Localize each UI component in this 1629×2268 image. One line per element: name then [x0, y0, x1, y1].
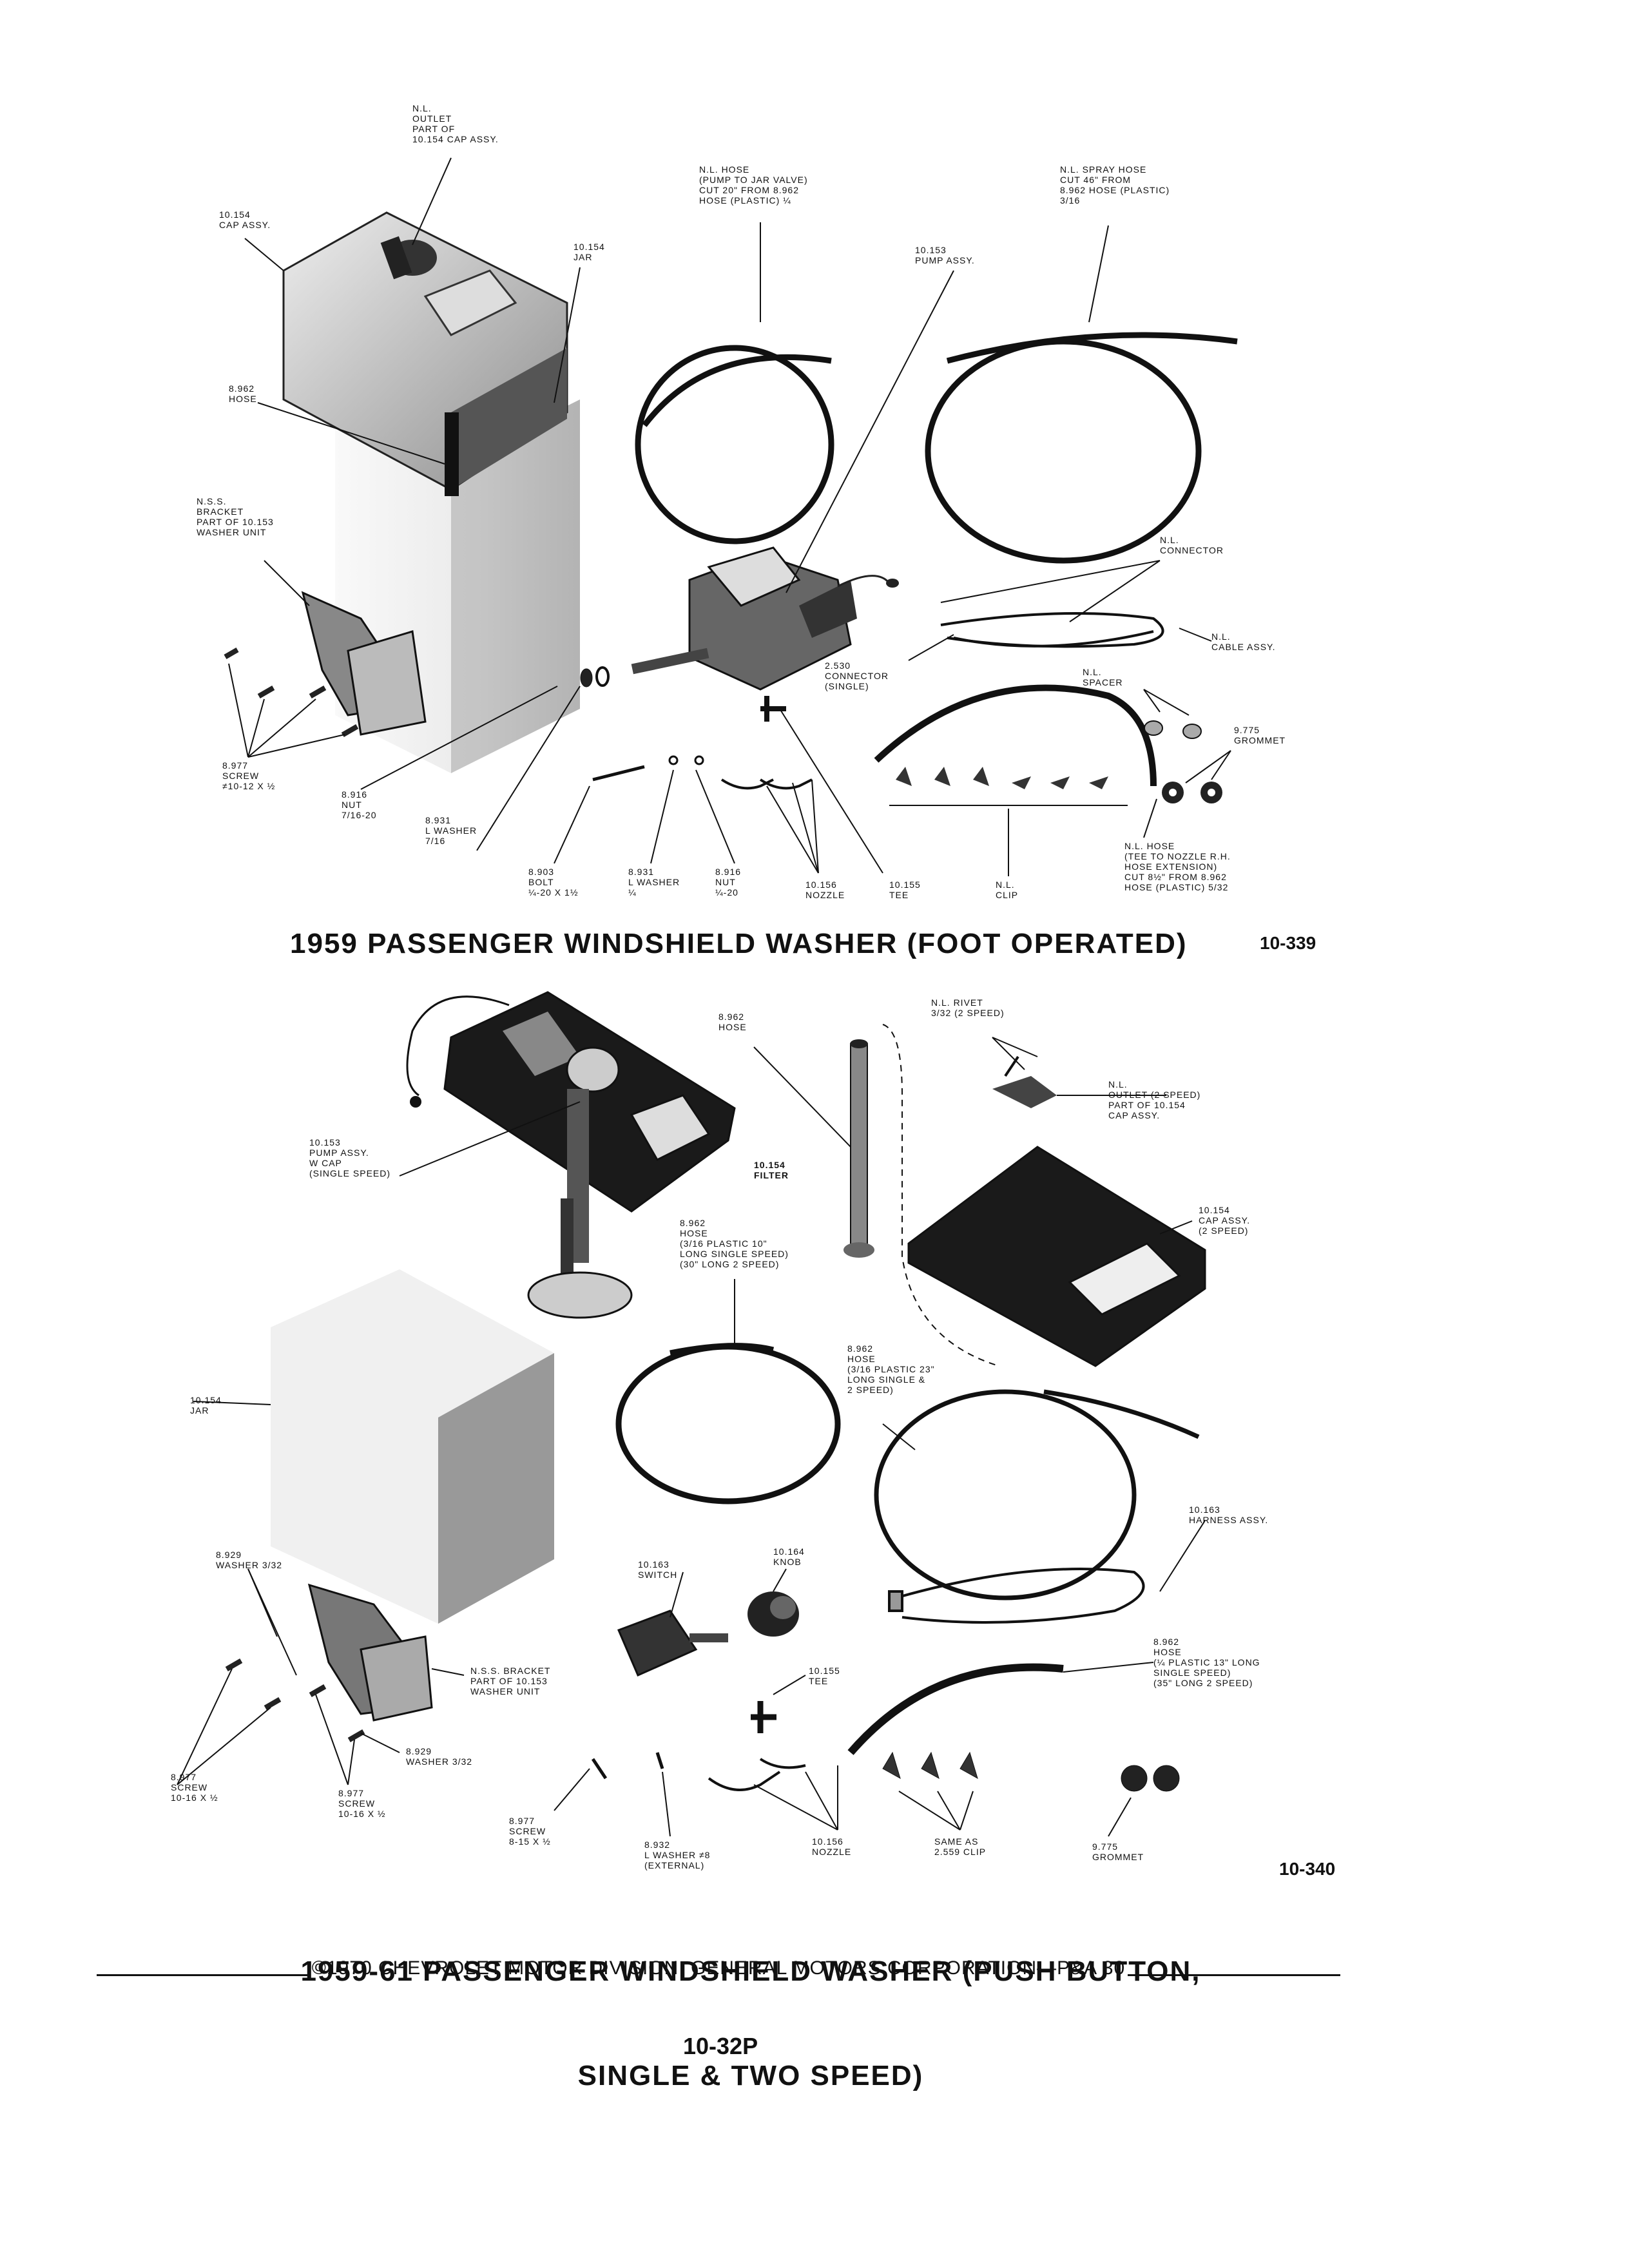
label-l-washer-1-4: 8.931 L WASHER ¼	[628, 867, 680, 898]
hose-coil-10	[615, 1343, 841, 1504]
label-jar: 10.154 JAR	[574, 242, 605, 262]
figure-caption-bottom: 1959-61 PASSENGER WINDSHIELD WASHER (PUS…	[284, 1885, 1218, 2128]
label-screw-mid: 8.977 SCREW 10-16 x ½	[338, 1788, 386, 1819]
label-clip-bottom: SAME AS 2.559 CLIP	[934, 1836, 987, 1857]
label-spray-hose: N.L. SPRAY HOSE CUT 46" FROM 8.962 HOSE …	[1060, 164, 1170, 206]
label-nozzle-top: 10.156 NOZZLE	[805, 879, 845, 900]
label-clip-top: N.L. CLIP	[996, 879, 1019, 900]
page-number: 10-32P	[683, 2033, 758, 2059]
label-harness: 10.163 HARNESS ASSY.	[1189, 1504, 1269, 1525]
label-connector-nl: N.L. CONNECTOR	[1160, 535, 1224, 555]
label-outlet-2speed: N.L. OUTLET (2 SPEED) PART OF 10.154 CAP…	[1108, 1079, 1201, 1120]
label-hose-10: 8.962 HOSE (3/16 PLASTIC 10" LONG SINGLE…	[680, 1218, 789, 1269]
small-parts-bottom	[591, 1701, 1180, 1792]
label-hose-tee-nozzle: N.L. HOSE (TEE TO NOZZLE R.H. HOSE EXTEN…	[1124, 841, 1231, 892]
label-spacer: N.L. SPACER	[1083, 667, 1123, 687]
hose-13	[847, 1663, 1064, 1755]
label-jar-bottom: 10.154 JAR	[190, 1395, 222, 1416]
label-outlet: N.L. OUTLET PART OF 10.154 CAP ASSY.	[412, 103, 499, 144]
pump-assy-top	[631, 546, 899, 691]
cap-assy-top	[282, 211, 568, 496]
copyright-footer: ©1970 CHEVROLET MOTOR DIVISION, GENERAL …	[97, 1957, 1340, 1979]
spray-hose-coil	[925, 332, 1238, 564]
clips-top	[889, 767, 1128, 806]
copyright-text: ©1970 CHEVROLET MOTOR DIVISION, GENERAL …	[311, 1957, 1126, 1979]
label-connector-single: 2.530 CONNECTOR (SINGLE)	[825, 660, 889, 691]
label-grommet-bottom: 9.775 GROMMET	[1092, 1841, 1144, 1862]
label-l-washer-8: 8.932 L WASHER ≠8 (EXTERNAL)	[644, 1840, 711, 1870]
cap-assy-2speed	[907, 1055, 1206, 1367]
label-l-washer-7-16: 8.931 L WASHER 7/16	[425, 815, 477, 846]
label-washer-3-32b: 8.929 WASHER 3/32	[406, 1746, 473, 1767]
pump-assy-wcap	[406, 991, 736, 1319]
label-nozzle-bottom: 10.156 NOZZLE	[812, 1836, 852, 1857]
small-parts-top	[580, 666, 813, 790]
caption-line-1: 1959-61 PASSENGER WINDSHIELD WASHER (PUS…	[300, 1956, 1201, 1987]
screws-bottom	[225, 1658, 365, 1742]
label-tee-top: 10.155 TEE	[889, 879, 921, 900]
label-screw: 8.977 SCREW ≠10-12 x ½	[222, 760, 276, 791]
label-hose-8962: 8.962 HOSE	[718, 1012, 747, 1032]
grommets-top	[1144, 720, 1222, 803]
label-bolt: 8.903 BOLT ¼-20 x 1½	[528, 867, 579, 898]
label-cap-2speed: 10.154 CAP ASSY. (2 SPEED)	[1199, 1205, 1251, 1236]
label-bracket-bottom: N.S.S. BRACKET PART OF 10.153 WASHER UNI…	[470, 1666, 551, 1696]
label-rivet: N.L. RIVET 3/32 (2 SPEED)	[931, 997, 1005, 1018]
label-washer-3-32: 8.929 WASHER 3/32	[216, 1550, 283, 1570]
hose-coil-pump-to-jar	[635, 345, 834, 544]
label-cap-assy: 10.154 CAP ASSY.	[219, 209, 271, 230]
label-switch: 10.163 SWITCH	[638, 1559, 678, 1580]
label-cable-assy: N.L. CABLE ASSY.	[1211, 631, 1276, 652]
label-knob: 10.164 KNOB	[773, 1546, 805, 1567]
label-tee-bottom: 10.155 TEE	[809, 1666, 840, 1686]
figure-number-bottom: 10-340	[1279, 1859, 1336, 1879]
screws-top	[224, 648, 359, 737]
label-hose: 8.962 HOSE	[229, 383, 257, 404]
caption-line-2: SINGLE & TWO SPEED)	[577, 2060, 924, 2091]
label-hose-23: 8.962 HOSE (3/16 PLASTIC 23" LONG SINGLE…	[847, 1343, 935, 1395]
harness-assy	[888, 1568, 1145, 1624]
label-nut-7-16: 8.916 NUT 7/16-20	[342, 789, 377, 820]
label-hose-13: 8.962 HOSE (¼ PLASTIC 13" LONG SINGLE SP…	[1153, 1637, 1260, 1688]
label-hose-pump-to-jar: N.L. HOSE (PUMP TO JAR VALVE) CUT 20" FR…	[699, 164, 808, 206]
label-nut-1-4: 8.916 NUT ¼-20	[715, 867, 742, 898]
label-grommet: 9.775 GROMMET	[1234, 725, 1286, 745]
hose-tee-to-nozzle	[874, 684, 1157, 787]
footer-rule-right	[1128, 1974, 1340, 1976]
figure-number-top: 10-339	[1260, 933, 1316, 953]
footer-rule-left	[97, 1974, 309, 1976]
hose-coil-23	[874, 1389, 1200, 1600]
cable-assy	[940, 612, 1164, 648]
leader-lines-bottom	[177, 1037, 1206, 1837]
bracket-bottom	[307, 1583, 433, 1722]
figure-caption-top: 1959 PASSENGER WINDSHIELD WASHER (FOOT O…	[290, 928, 1188, 959]
leader-lines-top	[228, 157, 1231, 876]
label-bracket: N.S.S. BRACKET PART OF 10.153 WASHER UNI…	[197, 496, 274, 537]
label-screw-left: 8.977 SCREW 10-16 x ½	[171, 1772, 218, 1803]
label-filter: 10.154 FILTER	[754, 1160, 789, 1180]
filter-tube	[843, 1024, 999, 1367]
switch-and-knob	[617, 1591, 799, 1677]
label-screw-815: 8.977 SCREW 8-15 x ½	[509, 1816, 551, 1847]
jar-bottom	[271, 1269, 554, 1624]
label-pump-assy: 10.153 PUMP ASSY.	[915, 245, 975, 265]
bracket-top	[301, 591, 427, 736]
label-pump-wcap: 10.153 PUMP ASSY. W CAP (SINGLE SPEED)	[309, 1137, 391, 1178]
